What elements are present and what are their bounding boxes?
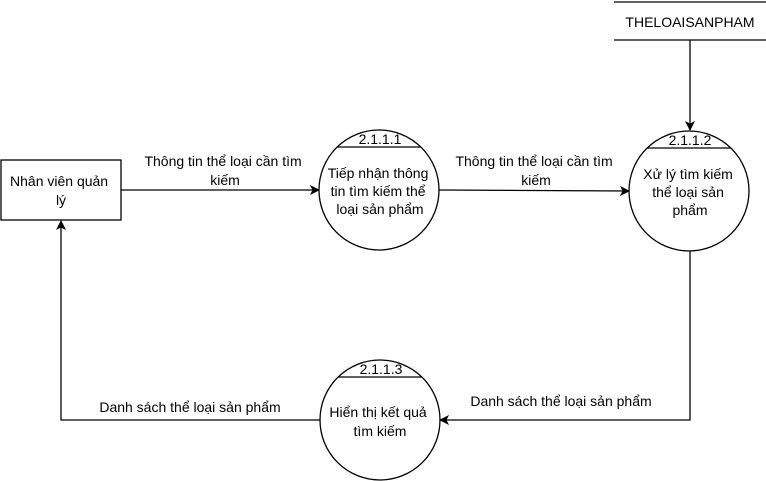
flow-process-2-to-process-3-label: Danh sách thể loại sản phẩm [470, 393, 651, 409]
data-store-label: THELOAISANPHAM [625, 14, 754, 30]
process-2-1-1-2-id: 2.1.1.2 [669, 132, 712, 148]
process-2-1-1-2[interactable]: 2.1.1.2 Xử lý tìm kiếm thể loại sản phẩm [628, 130, 750, 252]
process-2-1-1-3-id: 2.1.1.3 [360, 361, 403, 377]
process-2-1-1-1-label: Tiếp nhận thông tin tìm kiếm thể loại sả… [328, 165, 433, 217]
external-entity-nhan-vien-quan-ly[interactable]: Nhân viên quản lý [0, 159, 122, 221]
flow-process-3-to-entity-label-line-1: Danh sách thể loại sản phẩm [99, 399, 280, 415]
flow-process-1-to-process-2[interactable]: Thông tin thể loại cần tìm kiếm [438, 153, 630, 196]
external-entity-box [0, 159, 122, 221]
process-2-1-1-2-label: Xử lý tìm kiếm thể loại sản phẩm [643, 166, 736, 218]
flow-process-3-to-entity-arrow [56, 220, 320, 421]
flow-process-2-to-process-3-arrow [439, 251, 691, 425]
process-2-1-1-1-label-line-2: tin tìm kiếm thể [331, 183, 426, 199]
process-2-1-1-1[interactable]: 2.1.1.1 Tiếp nhận thông tin tìm kiếm thể… [318, 129, 440, 251]
external-entity-label-line-2: lý [56, 192, 66, 208]
flow-process-2-to-process-3-label-line-1: Danh sách thể loại sản phẩm [470, 393, 651, 409]
process-2-1-1-2-label-line-2: thể loại sản [652, 184, 724, 200]
process-2-1-1-2-label-line-1: Xử lý tìm kiếm [643, 166, 733, 182]
flow-process-1-to-process-2-label-line-2: kiếm [521, 172, 551, 188]
process-2-1-1-3[interactable]: 2.1.1.3 Hiển thị kết quả tìm kiếm [319, 359, 441, 481]
flow-entity-to-process-1-label-line-1: Thông tin thể loại cần tìm [144, 153, 301, 169]
process-2-1-1-3-label-line-1: Hiển thị kết quả [329, 404, 426, 420]
process-2-1-1-1-label-line-3: loại sản phẩm [336, 201, 423, 217]
external-entity-label-line-1: Nhân viên quản [10, 173, 108, 189]
flow-entity-to-process-1[interactable]: Thông tin thể loại cần tìm kiếm [121, 153, 320, 195]
process-2-1-1-2-circle [628, 130, 750, 252]
process-2-1-1-2-label-line-3: phẩm [672, 202, 707, 218]
flow-process-3-to-entity[interactable]: Danh sách thể loại sản phẩm [56, 220, 320, 421]
process-2-1-1-3-circle [319, 359, 441, 481]
flow-process-1-to-process-2-label: Thông tin thể loại cần tìm kiếm [455, 153, 616, 188]
process-2-1-1-3-label: Hiển thị kết quả tìm kiếm [329, 404, 430, 439]
process-2-1-1-3-label-line-2: tìm kiếm [354, 423, 407, 439]
flow-process-1-to-process-2-arrow [438, 185, 630, 196]
flow-entity-to-process-1-label: Thông tin thể loại cần tìm kiếm [144, 153, 305, 188]
external-entity-label: Nhân viên quản lý [10, 173, 112, 208]
flow-process-3-to-entity-label: Danh sách thể loại sản phẩm [99, 399, 280, 415]
process-2-1-1-1-label-line-1: Tiếp nhận thông [328, 165, 429, 181]
process-2-1-1-1-id: 2.1.1.1 [359, 131, 402, 147]
flow-entity-to-process-1-label-line-2: kiếm [210, 172, 240, 188]
data-store-theloaisanpham[interactable]: THELOAISANPHAM [614, 1, 766, 41]
flow-process-2-to-process-3[interactable]: Danh sách thể loại sản phẩm [439, 251, 691, 425]
flow-process-1-to-process-2-label-line-1: Thông tin thể loại cần tìm [455, 153, 612, 169]
